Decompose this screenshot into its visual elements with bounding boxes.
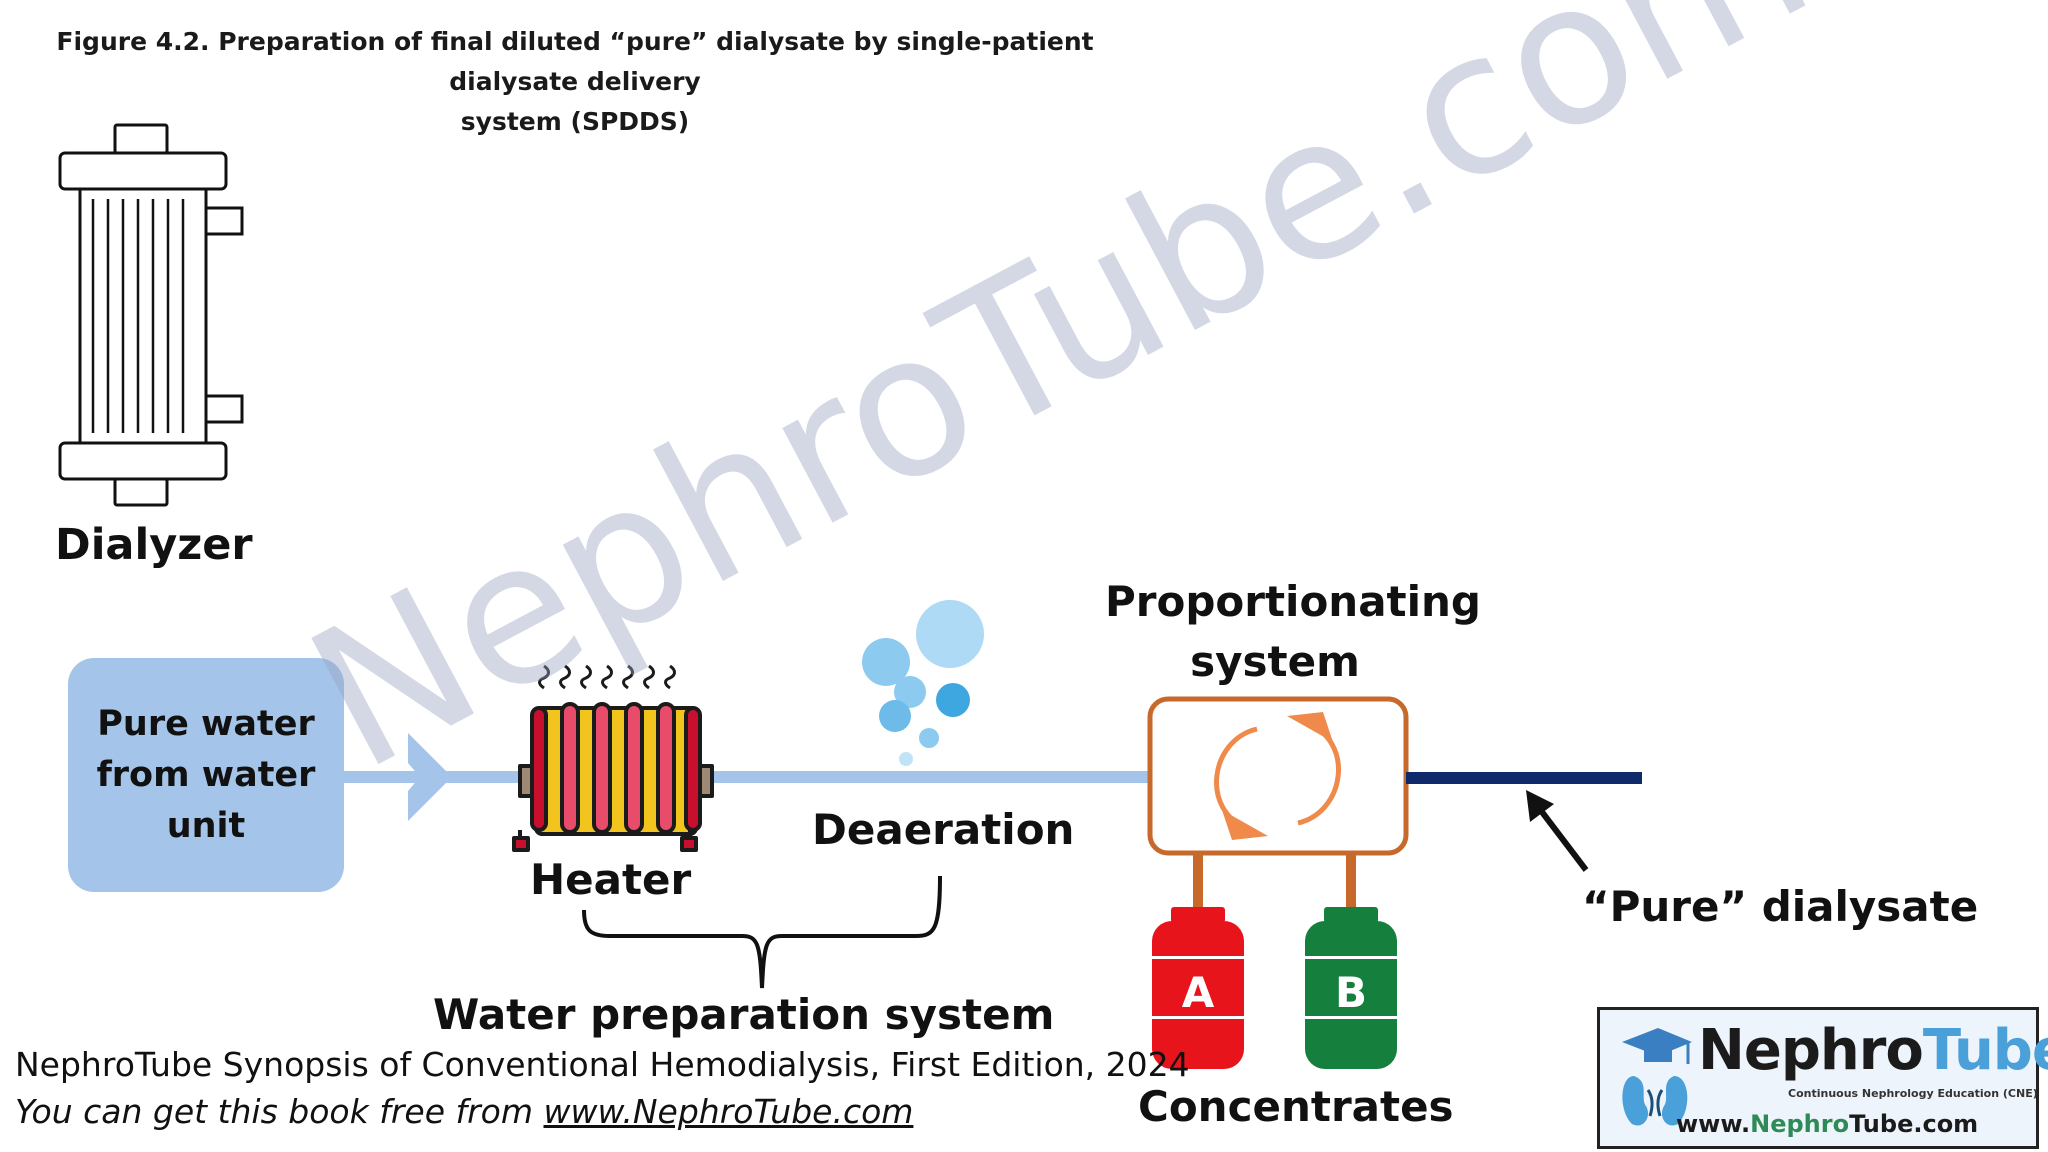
tank-b-icon (1305, 907, 1397, 1069)
tank-a-label: A (1181, 968, 1215, 1017)
deaeration-label: Deaeration (812, 805, 1075, 854)
heater-label: Heater (530, 855, 692, 904)
heater-icon (512, 664, 714, 852)
flow-arrow-icon (408, 733, 452, 821)
dialyzer-icon (58, 123, 244, 507)
figure-title-line1: Figure 4.2. Preparation of final diluted… (56, 27, 1094, 96)
download-note-prefix: You can get this book free from (15, 1092, 544, 1131)
connector-a (1193, 853, 1203, 909)
website-link[interactable]: www.NephroTube.com (543, 1092, 914, 1131)
proportioning-line2: system (1190, 637, 1360, 686)
logo-tagline: Continuous Nephrology Education (CNE) (1788, 1087, 2038, 1100)
tank-b-label: B (1334, 968, 1367, 1017)
water-prep-brace (582, 875, 942, 989)
recycle-arrows-icon (1214, 712, 1341, 840)
logo-name: NephroTube (1698, 1018, 2048, 1083)
logo-url: www.NephroTube.com (1676, 1110, 1979, 1138)
source-line1: Pure water (97, 703, 315, 744)
book-credit: NephroTube Synopsis of Conventional Hemo… (15, 1045, 1190, 1084)
proportioning-line1: Proportionating (1105, 577, 1481, 626)
tank-a-icon (1152, 907, 1244, 1069)
source-line3: unit (166, 805, 246, 846)
nephrotube-logo: NephroTube Continuous Nephrology Educati… (1597, 1007, 2048, 1149)
dialyzer-label: Dialyzer (55, 520, 253, 570)
source-line2: from water (96, 754, 316, 795)
logo-icon (1622, 1028, 1692, 1126)
bubbles-icon (862, 600, 984, 766)
pure-dialysate-label: “Pure” dialysate (1582, 882, 1979, 931)
connector-b (1346, 853, 1356, 909)
book-download-note: You can get this book free from www.Neph… (15, 1092, 913, 1131)
dialysate-pipe (1406, 772, 1642, 784)
concentrates-label: Concentrates (1138, 1082, 1454, 1131)
figure-title: Figure 4.2. Preparation of final diluted… (20, 22, 1130, 142)
pointer-arrow-icon (1526, 790, 1589, 872)
water-prep-label: Water preparation system (433, 990, 1055, 1039)
proportioning-box (1147, 696, 1409, 856)
proportioning-label: Proportionating system (1105, 572, 1481, 692)
figure-title-line2: system (SPDDS) (460, 107, 690, 136)
pure-water-source-box: Pure water from water unit (68, 658, 344, 892)
